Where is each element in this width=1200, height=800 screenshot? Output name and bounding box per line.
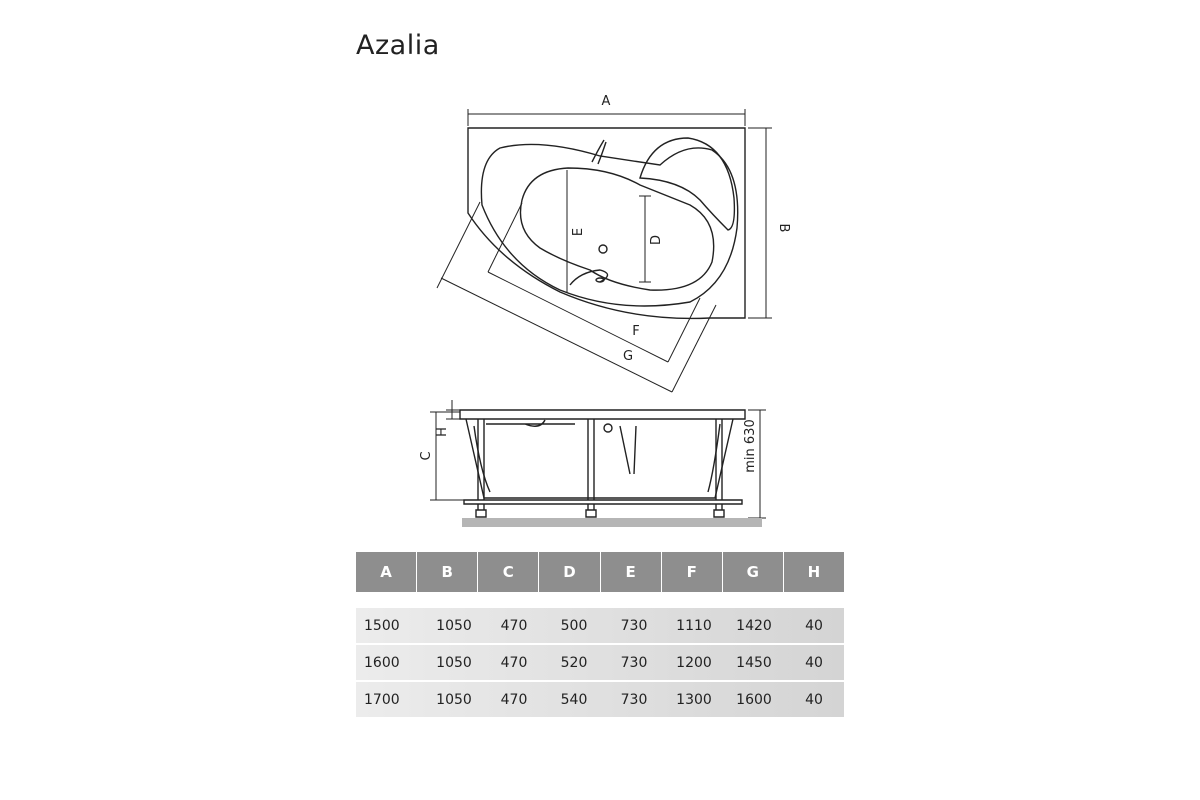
table-cell: 520 bbox=[560, 654, 588, 671]
table-cell: 500 bbox=[560, 617, 588, 634]
table-cell: 40 bbox=[805, 617, 823, 634]
table-cell: 730 bbox=[620, 654, 648, 671]
table-cell: 1600 bbox=[736, 691, 772, 708]
side-shell bbox=[465, 418, 734, 499]
label-a: A bbox=[602, 94, 611, 109]
label-h: H bbox=[435, 427, 450, 437]
side-rim bbox=[459, 409, 746, 420]
header-e: E bbox=[600, 552, 661, 592]
table-cell: 40 bbox=[805, 654, 823, 671]
bath-bowl bbox=[519, 167, 715, 291]
table-cell: 40 bbox=[805, 691, 823, 708]
table-row: 1500 1050 470 500 730 1110 1420 40 bbox=[356, 608, 844, 643]
table-cell: 1420 bbox=[736, 617, 772, 634]
header-b: B bbox=[417, 552, 478, 592]
header-a: A bbox=[356, 552, 417, 592]
bath-outline bbox=[467, 127, 746, 320]
table-cell: 1300 bbox=[676, 691, 712, 708]
floor bbox=[462, 518, 762, 527]
label-c: C bbox=[419, 451, 434, 460]
table-cell: 1200 bbox=[676, 654, 712, 671]
frame-leg-2 bbox=[587, 419, 595, 510]
product-title: Azalia bbox=[356, 30, 440, 61]
table-cell: 470 bbox=[500, 691, 528, 708]
table-row: 1600 1050 470 520 730 1200 1450 40 bbox=[356, 645, 844, 680]
table-cell: 730 bbox=[620, 617, 648, 634]
drain-icon bbox=[598, 244, 608, 254]
table-row: 1700 1050 470 540 730 1300 1600 40 bbox=[356, 682, 844, 717]
table-cell: 1050 bbox=[436, 691, 472, 708]
table-cell: 730 bbox=[620, 691, 648, 708]
label-d: D bbox=[649, 235, 664, 245]
label-b: B bbox=[776, 224, 791, 233]
frame-leg-1 bbox=[477, 419, 485, 510]
header-c: C bbox=[478, 552, 539, 592]
table-cell: 1050 bbox=[436, 617, 472, 634]
table-cell: 1700 bbox=[364, 691, 400, 708]
headrest-left bbox=[591, 139, 607, 165]
label-f: F bbox=[632, 324, 639, 339]
frame-leg-3 bbox=[715, 419, 723, 510]
label-min-height: min 630 bbox=[743, 419, 758, 472]
side-seat bbox=[486, 419, 575, 427]
technical-drawing: A B E D F G C H min 630 bbox=[419, 94, 791, 527]
side-drain bbox=[603, 423, 613, 433]
label-e: E bbox=[571, 228, 586, 236]
header-g: G bbox=[722, 552, 783, 592]
frame-feet bbox=[475, 509, 725, 518]
table-cell: 470 bbox=[500, 617, 528, 634]
table-header: A B C D E F G H bbox=[356, 552, 844, 592]
label-g: G bbox=[623, 349, 633, 364]
header-d: D bbox=[539, 552, 600, 592]
headrest-right bbox=[639, 137, 736, 231]
table-cell: 470 bbox=[500, 654, 528, 671]
table-cell: 1450 bbox=[736, 654, 772, 671]
table-cell: 1600 bbox=[364, 654, 400, 671]
side-ribs bbox=[619, 425, 637, 475]
bath-rim bbox=[480, 143, 739, 307]
frame-bar bbox=[463, 499, 743, 505]
inner-lip bbox=[569, 269, 609, 286]
table-cell: 1050 bbox=[436, 654, 472, 671]
header-h: H bbox=[783, 552, 844, 592]
dimensions-table: A B C D E F G H 1500 1050 470 500 730 11… bbox=[356, 552, 844, 719]
header-f: F bbox=[661, 552, 722, 592]
table-cell: 1110 bbox=[676, 617, 712, 634]
side-shell-inner bbox=[473, 423, 721, 493]
table-cell: 1500 bbox=[364, 617, 400, 634]
table-cell: 540 bbox=[560, 691, 588, 708]
